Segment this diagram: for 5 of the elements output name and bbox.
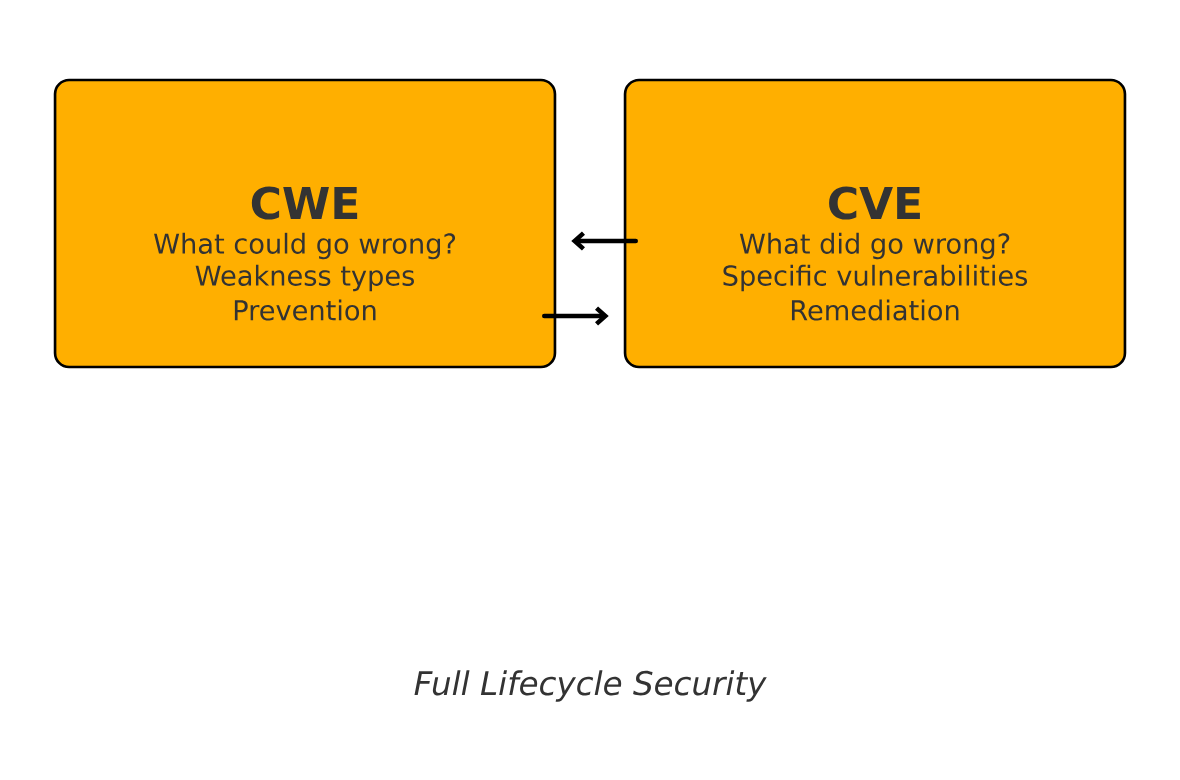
process-box: CVE What did go wrong? Specific vulnerabilities Remediation — [623, 78, 1127, 369]
process-box: CWE What could go wrong? Weakness types Prevention — [53, 78, 557, 369]
arrow — [571, 231, 639, 251]
caption: Full Lifecycle Security — [414, 670, 767, 702]
arrow — [542, 306, 609, 326]
